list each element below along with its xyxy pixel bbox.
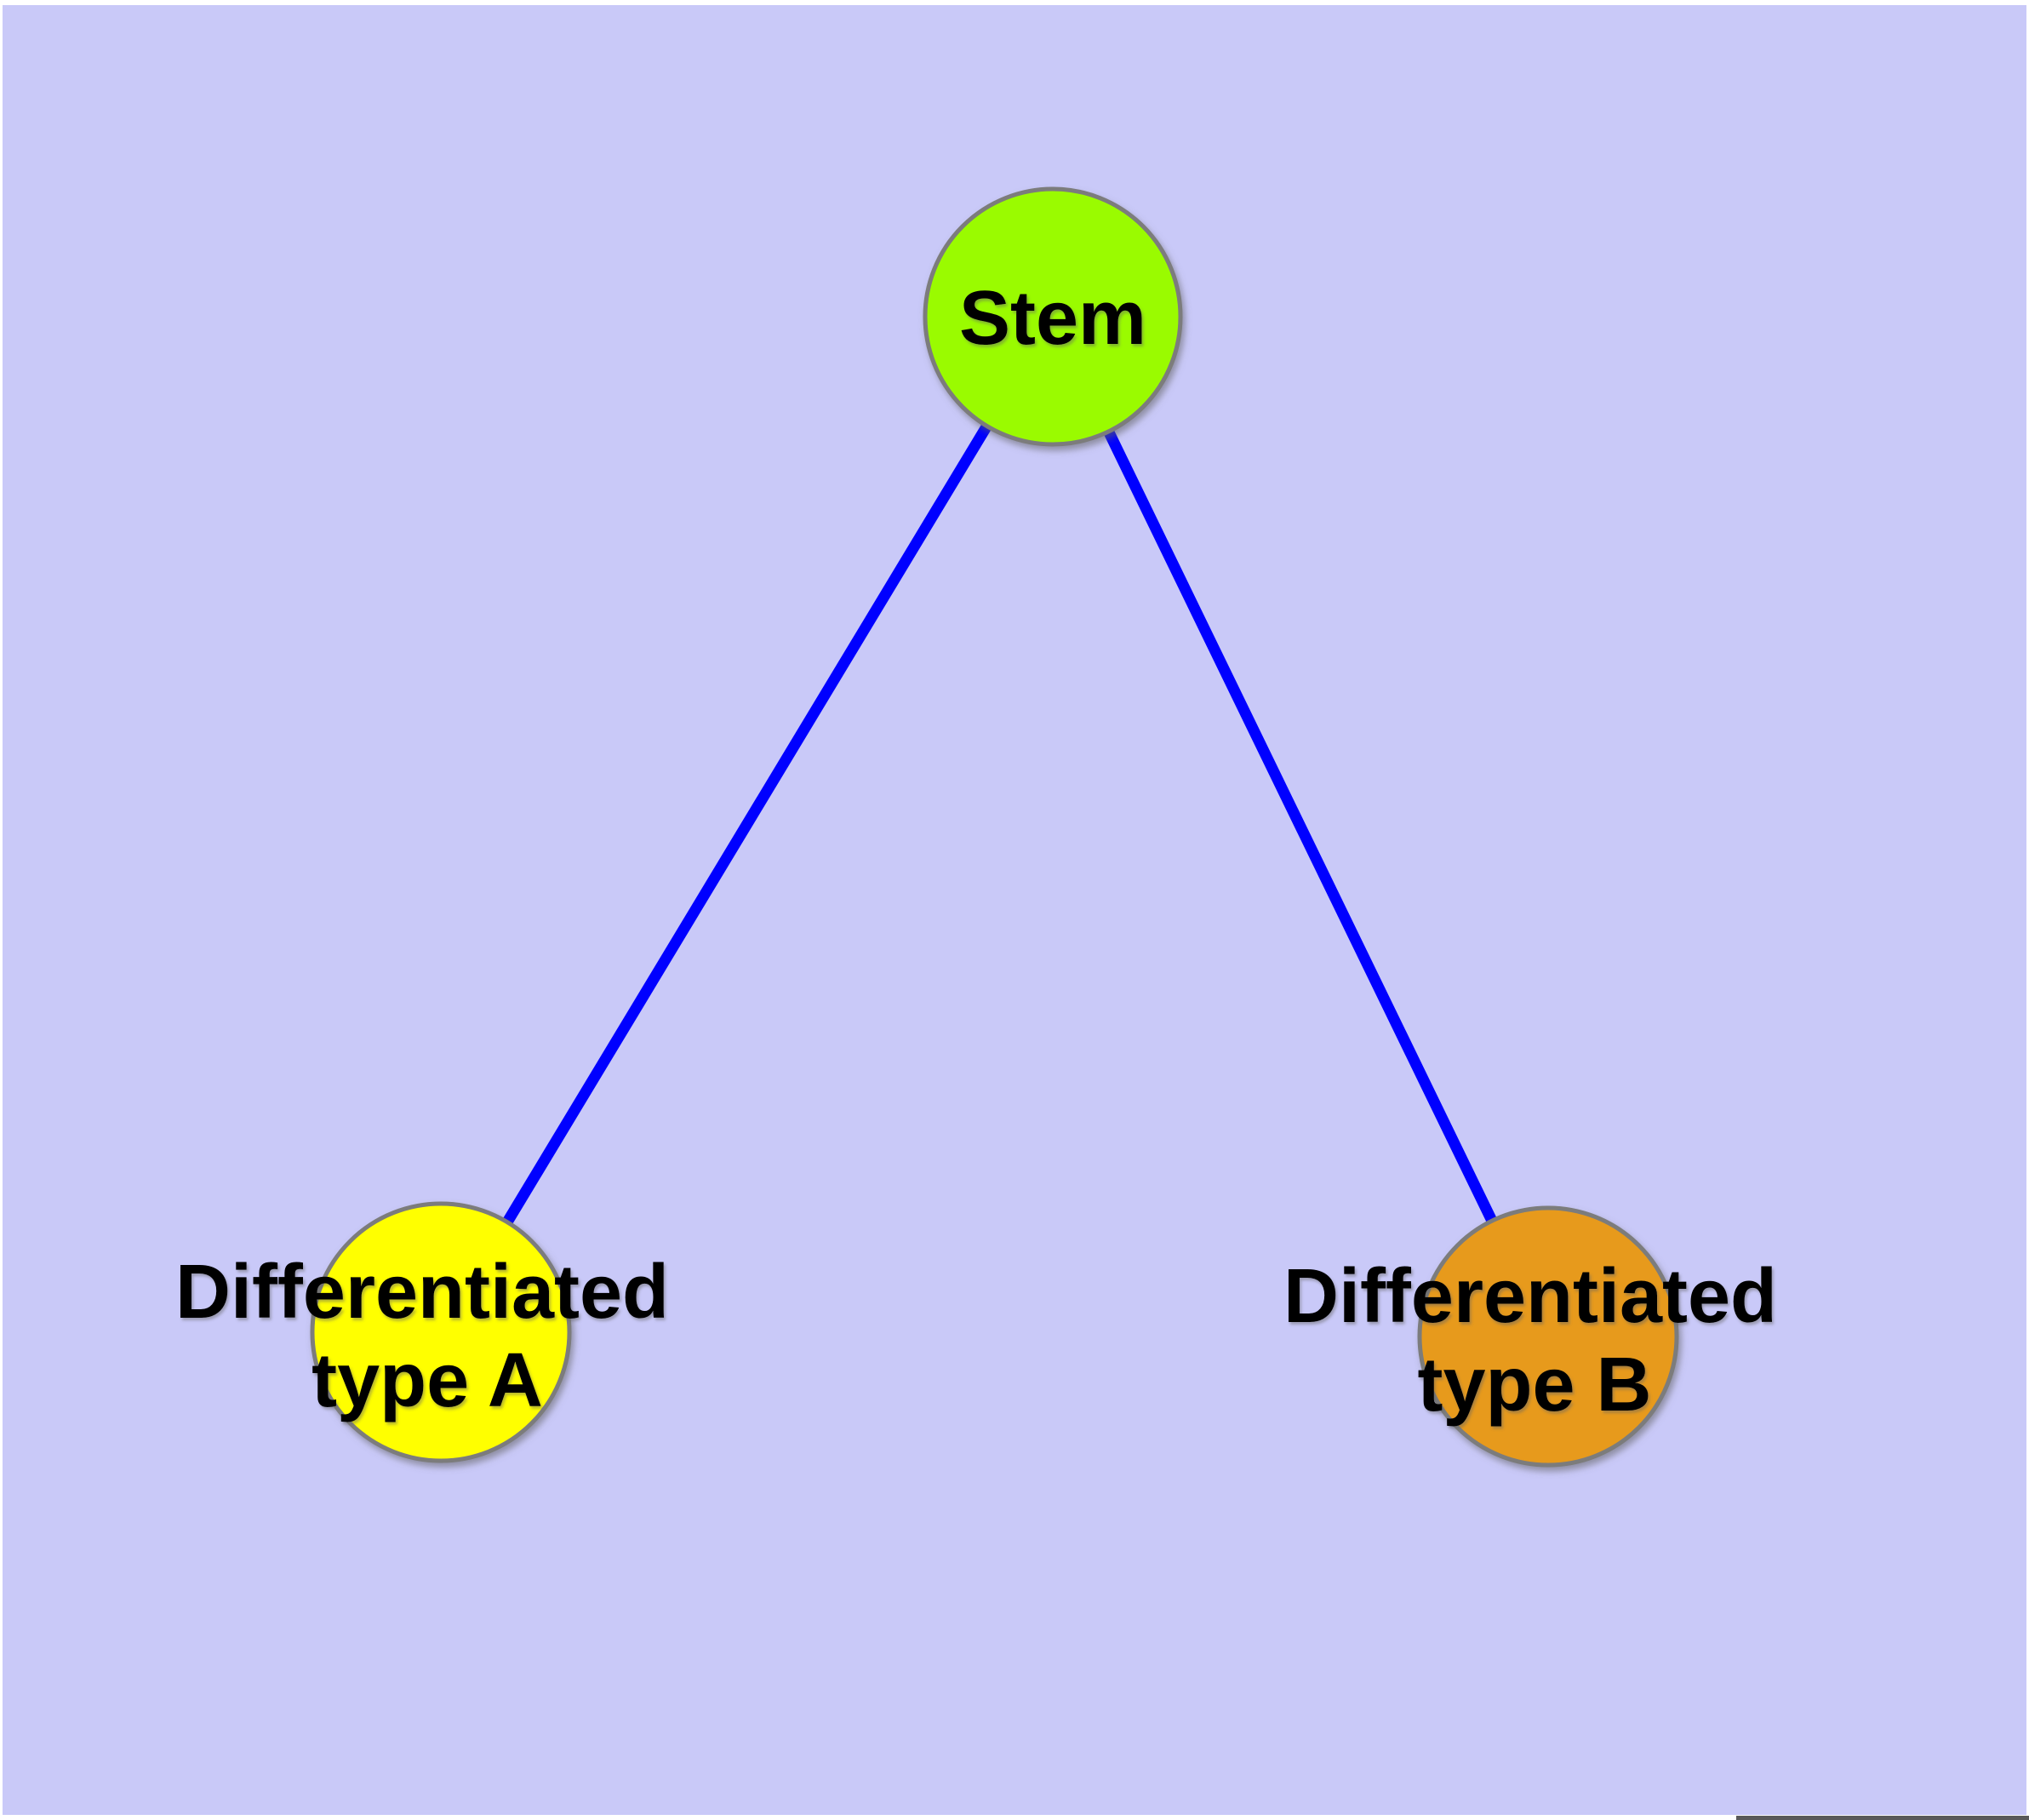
node-type-b-label-line2: type B (1417, 1342, 1651, 1428)
edge-stem-to-type-b (1048, 314, 1553, 1339)
node-type-a-label-line2: type A (311, 1338, 543, 1423)
node-differentiated-type-a (310, 1201, 572, 1463)
node-type-b-label: Differentiated type B (1283, 1254, 1777, 1428)
node-differentiated-type-b (1417, 1205, 1679, 1468)
edge-stem-to-type-a (436, 313, 1058, 1336)
node-stem-label: Stem (959, 276, 1146, 361)
node-type-a-label: Differentiated type A (175, 1250, 669, 1423)
window-shadow-edge (1736, 1816, 2029, 1820)
node-stem (923, 186, 1183, 447)
edge-group (436, 313, 1553, 1339)
node-group (310, 186, 1679, 1468)
node-type-b-label-line1: Differentiated (1283, 1254, 1777, 1339)
label-group: Stem Differentiated type A Differentiate… (175, 276, 1777, 1428)
node-type-a-label-line1: Differentiated (175, 1250, 669, 1335)
